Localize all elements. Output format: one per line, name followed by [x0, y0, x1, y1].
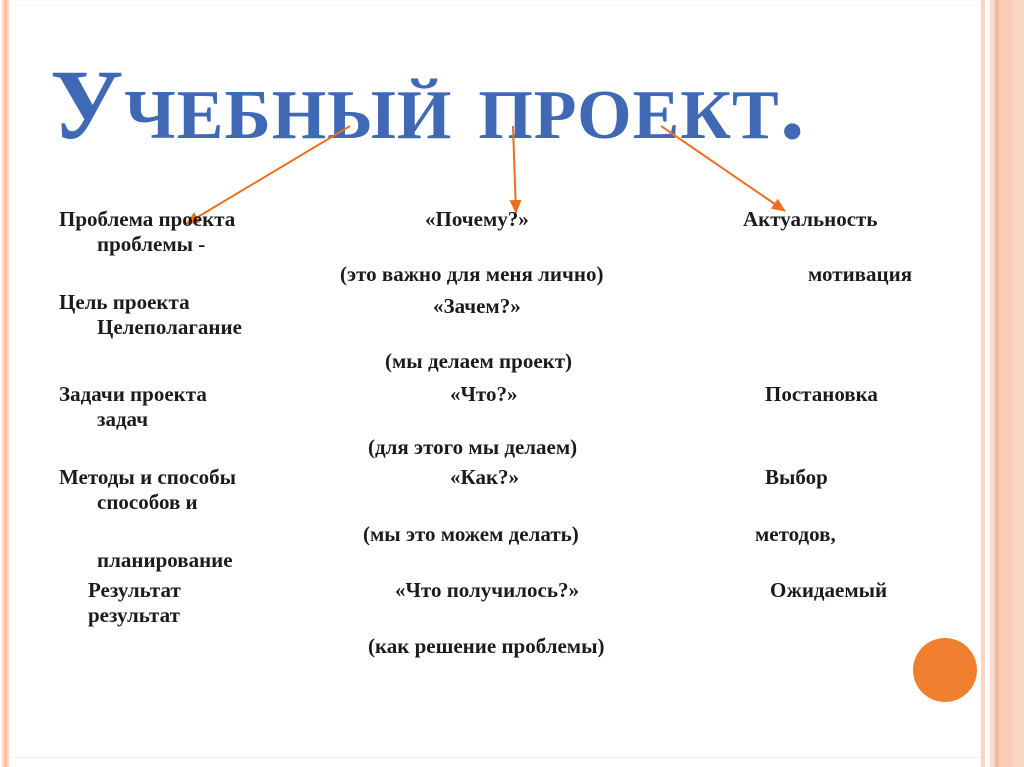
mid-line-kak-reshenie: (как решение проблемы)	[368, 634, 605, 658]
right-line-metodov: методов,	[755, 522, 836, 546]
left-line-rezultat-2: результат	[88, 603, 180, 627]
right-line-vybor: Выбор	[765, 465, 828, 489]
left-line-zadachi-proekta: Задачи проекта	[59, 382, 207, 406]
mid-line-chto-poluchilos: «Что получилось?»	[395, 578, 579, 602]
left-line-planirovanie: планирование	[97, 548, 233, 572]
mid-line-chto: «Что?»	[450, 382, 518, 406]
left-line-tsel-proekta: Цель проекта	[59, 290, 190, 314]
orange-circle-decoration	[913, 638, 977, 702]
left-line-sposobov-i: способов и	[97, 490, 198, 514]
bottom-frame-line	[10, 757, 981, 758]
top-frame-line	[10, 5, 981, 6]
right-line-motivatsiya: мотивация	[808, 262, 913, 286]
mid-line-my-delaem-proekt: (мы делаем проект)	[385, 349, 573, 373]
left-line-metody-sposoby: Методы и способы	[59, 465, 237, 489]
mid-line-kak: «Как?»	[450, 465, 520, 489]
right-line-ozhidaemyi: Ожидаемый	[770, 578, 888, 602]
left-line-tselepolaganie: Целеполагание	[97, 315, 242, 339]
left-border-stripes	[0, 0, 10, 767]
left-line-zadach: задач	[97, 407, 149, 431]
right-line-postanovka: Постановка	[765, 382, 878, 406]
arrow-to-problem	[185, 125, 351, 225]
mid-line-my-eto-mozhem: (мы это можем делать)	[363, 522, 579, 546]
left-line-problemy: проблемы -	[97, 232, 206, 256]
arrow-to-why	[509, 125, 522, 214]
mid-line-pochemu: «Почему?»	[425, 207, 529, 231]
right-border-stripes	[981, 0, 1024, 767]
left-line-rezultat: Результат	[88, 578, 181, 602]
mid-line-zachem: «Зачем?»	[433, 294, 521, 318]
right-line-aktualnost: Актуальность	[743, 207, 878, 231]
mid-line-eto-vazhno: (это важно для меня лично)	[340, 262, 604, 286]
left-line-problema-proekta: Проблема проекта	[59, 207, 236, 231]
mid-line-dlya-etogo: (для этого мы делаем)	[368, 435, 578, 459]
arrow-to-relevance	[660, 125, 786, 212]
